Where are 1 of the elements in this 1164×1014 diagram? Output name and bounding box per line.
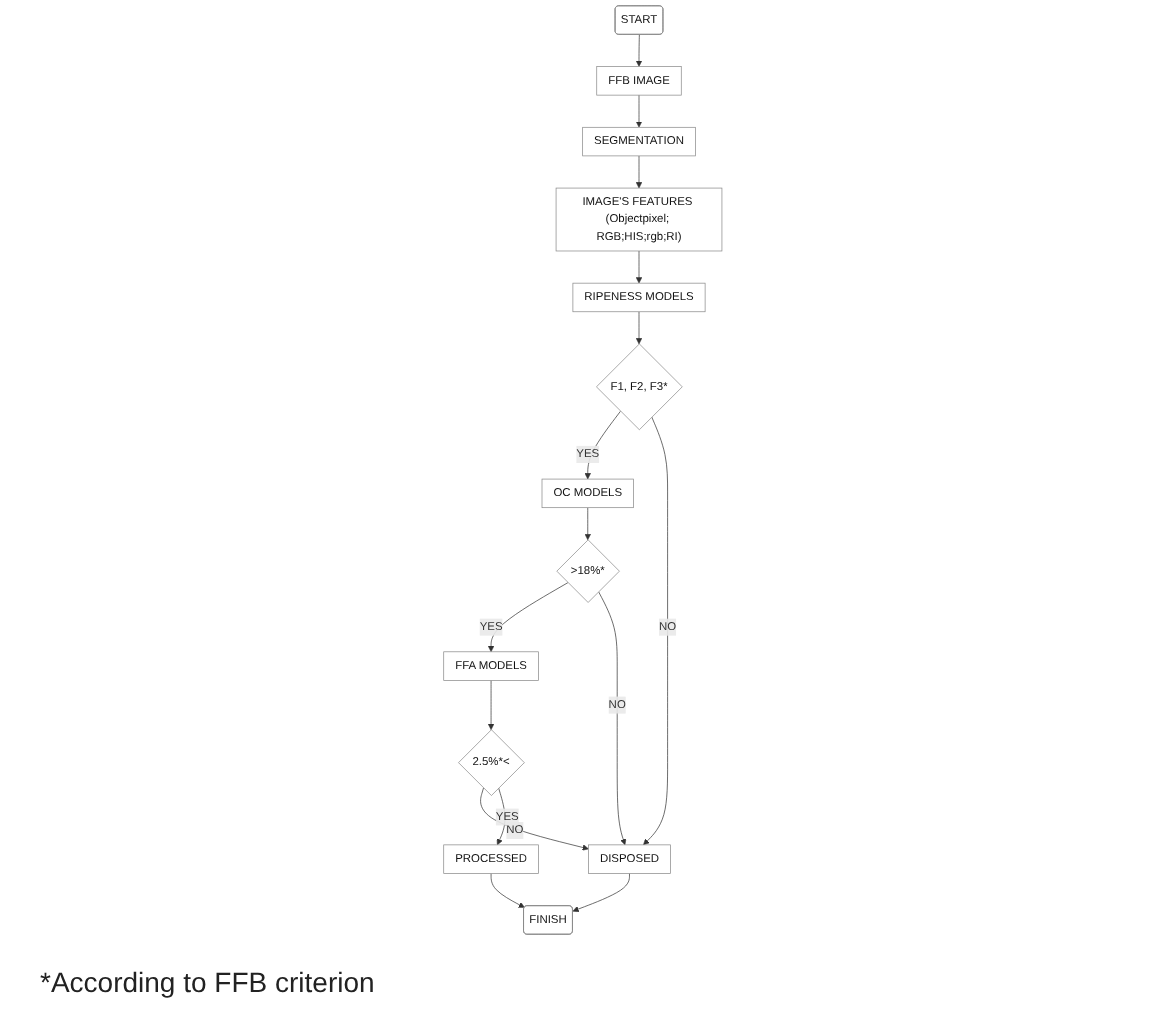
- footnote: *According to FFB criterion: [40, 966, 375, 998]
